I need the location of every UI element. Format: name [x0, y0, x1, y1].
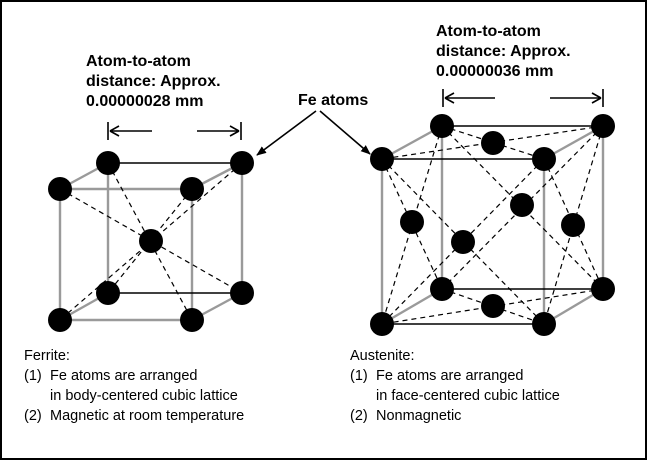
fe-atom — [591, 114, 615, 138]
fe-atom-face-front — [451, 230, 475, 254]
austenite-atoms — [370, 114, 615, 336]
ferrite-item-1-line1: Fe atoms are arranged — [50, 368, 198, 384]
austenite-item-1-line1: Fe atoms are arranged — [376, 368, 524, 384]
austenite-item-1-num: (1) — [350, 368, 368, 384]
fe-atom — [96, 281, 120, 305]
fe-atom-face-right — [561, 213, 585, 237]
austenite-item-1-line2: in face-centered cubic lattice — [376, 388, 560, 404]
austenite-distance-label: Atom-to-atom distance: Approx. 0.0000003… — [436, 23, 575, 80]
ferrite-caption: Ferrite: (1) Fe atoms are arranged in bod… — [24, 346, 244, 426]
austenite-dimension-marker — [442, 89, 604, 107]
austenite-distance-line-2: distance: Approx. — [436, 43, 571, 60]
fe-atom — [370, 147, 394, 171]
fe-atom — [230, 151, 254, 175]
fe-atom — [370, 312, 394, 336]
ferrite-item-1-line2: in body-centered cubic lattice — [50, 388, 238, 404]
fe-atom — [430, 277, 454, 301]
austenite-distance-line-1: Atom-to-atom — [436, 23, 541, 40]
fe-atom — [591, 277, 615, 301]
austenite-caption: Austenite: (1) Fe atoms are arranged in f… — [350, 346, 560, 426]
austenite-black-edges — [382, 125, 603, 325]
ferrite-item-2-line1: Magnetic at room temperature — [50, 408, 245, 424]
fe-atoms-label: Fe atoms — [298, 92, 368, 109]
fe-atom — [430, 114, 454, 138]
austenite-fcc-lattice — [370, 114, 615, 336]
ferrite-item-2-num: (2) — [24, 408, 42, 424]
ferrite-distance-line-2: distance: Approx. — [86, 73, 221, 90]
fe-atom-face-left — [400, 210, 424, 234]
fe-atom-face-top — [481, 131, 505, 155]
ferrite-dimension-marker — [107, 122, 242, 140]
ferrite-distance-line-3: 0.00000028 mm — [86, 93, 203, 110]
fe-atom — [96, 151, 120, 175]
fe-atom — [180, 308, 204, 332]
ferrite-item-1: (1) Fe atoms are arranged in body-centere… — [24, 366, 244, 406]
fe-atoms-arrows — [256, 110, 371, 156]
austenite-item-2-num: (2) — [350, 408, 368, 424]
fe-atom-center — [139, 229, 163, 253]
austenite-title: Austenite: — [350, 348, 415, 364]
austenite-item-1: (1) Fe atoms are arranged in face-centere… — [350, 366, 560, 406]
fe-atom — [48, 177, 72, 201]
ferrite-distance-line-1: Atom-to-atom — [86, 53, 191, 70]
austenite-item-2-line1: Nonmagnetic — [376, 408, 462, 424]
austenite-item-2: (2) Nonmagnetic — [350, 406, 560, 426]
fe-atom-face-bottom — [481, 294, 505, 318]
fe-atom-face-back — [510, 193, 534, 217]
ferrite-item-1-num: (1) — [24, 368, 42, 384]
fe-atom — [532, 147, 556, 171]
ferrite-bcc-lattice — [48, 151, 254, 332]
fe-atom — [48, 308, 72, 332]
ferrite-item-2: (2) Magnetic at room temperature — [24, 406, 244, 426]
fe-atom — [180, 177, 204, 201]
austenite-distance-line-3: 0.00000036 mm — [436, 63, 553, 80]
ferrite-distance-label: Atom-to-atom distance: Approx. 0.0000002… — [86, 53, 225, 110]
fe-atom — [532, 312, 556, 336]
fe-atom — [230, 281, 254, 305]
ferrite-title: Ferrite: — [24, 348, 70, 364]
ferrite-atoms — [48, 151, 254, 332]
ferrite-black-edges — [108, 162, 242, 294]
